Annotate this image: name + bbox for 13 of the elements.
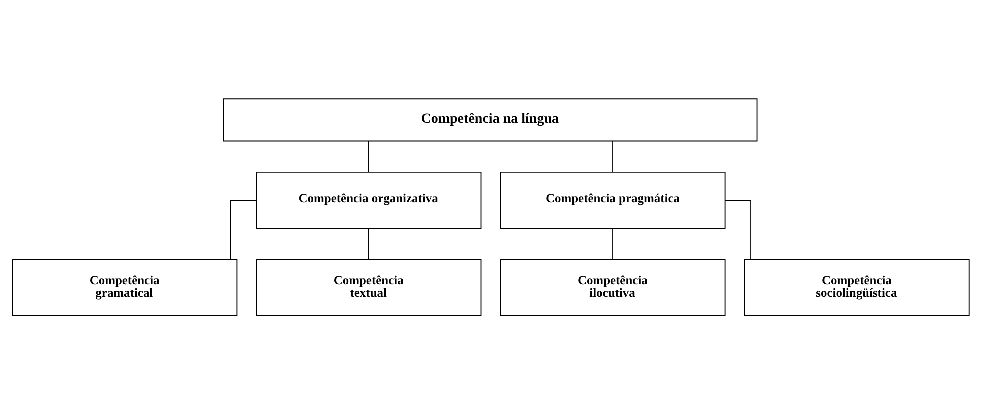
node-box: Competência textual xyxy=(256,258,482,316)
node-box: Competência gramatical xyxy=(12,258,238,316)
node-box: Competência na língua xyxy=(223,98,758,142)
connector xyxy=(612,228,614,260)
connector xyxy=(368,228,370,260)
connector xyxy=(724,200,752,260)
node-box: Competência organizativa xyxy=(256,171,482,229)
node-box: Competência sociolingüística xyxy=(744,258,970,316)
connector xyxy=(612,140,614,172)
node-box: Competência pragmática xyxy=(500,171,726,229)
connector xyxy=(368,140,370,172)
connector xyxy=(230,200,258,260)
node-box: Competência ilocutiva xyxy=(500,258,726,316)
